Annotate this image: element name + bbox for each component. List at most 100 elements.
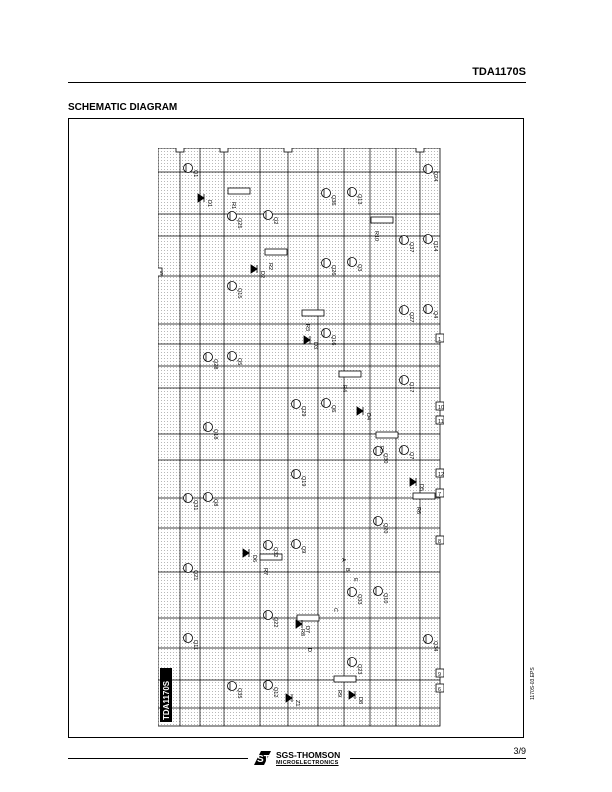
transistor-q2 — [263, 210, 273, 220]
node-label-e: E — [352, 578, 358, 582]
transistor-q33 — [347, 587, 357, 597]
transistor-label-q9: Q9 — [300, 546, 306, 553]
pin-label-5: 5 — [160, 271, 163, 277]
transistor-label-q7: Q7 — [408, 452, 414, 459]
zener-label: Z1 — [294, 700, 300, 706]
diode-d7 — [295, 619, 303, 629]
transistor-q11 — [183, 633, 193, 643]
transistor-q17 — [399, 375, 409, 385]
pin-label-9: 9 — [438, 672, 441, 678]
header-rule — [68, 82, 526, 83]
transistor-q20 — [373, 516, 383, 526]
transistor-label-q17: Q17 — [408, 382, 414, 392]
transistor-label-q14: Q14 — [432, 241, 438, 251]
transistor-label-q3: Q3 — [356, 264, 362, 271]
brand-sub: MICROELECTRONICS — [276, 760, 339, 766]
transistor-q21 — [183, 563, 193, 573]
diode-label-d4: D4 — [365, 413, 371, 420]
resistor-r6 — [412, 492, 436, 500]
pin-label-1: 1 — [438, 337, 441, 343]
transistor-q26 — [321, 258, 331, 268]
pin-label-12: 12 — [438, 472, 444, 478]
pin-label-11: 11 — [438, 419, 444, 425]
schematic-diagram: 234511011127896TABSQ1Q2Q3Q4Q5Q6Q7Q8Q9Q10… — [158, 148, 444, 727]
transistor-label-q11: Q11 — [192, 640, 198, 650]
resistor-label-r4: R4 — [341, 385, 347, 392]
diode-label-d2: D2 — [259, 271, 265, 278]
st-logo: ST SGS-THOMSON MICROELECTRONICS — [252, 750, 347, 770]
footer-rule-left — [68, 758, 248, 759]
pin-label-8: 8 — [438, 539, 441, 545]
pin-2 — [175, 148, 185, 153]
resistor-r10 — [370, 216, 394, 224]
transistor-label-q31: Q31 — [192, 500, 198, 510]
diode-label-d5: D5 — [418, 484, 424, 491]
diode-label-d1: D1 — [206, 200, 212, 207]
pin-label-10: 10 — [438, 405, 444, 411]
transistor-label-q33: Q33 — [356, 594, 362, 604]
transistor-label-q25: Q25 — [236, 218, 242, 228]
transistor-q9 — [291, 539, 301, 549]
transistor-label-q34: Q34 — [432, 641, 438, 651]
transistor-q3 — [347, 257, 357, 267]
section-title: SCHEMATIC DIAGRAM — [68, 102, 178, 113]
transistor-label-q29: Q29 — [300, 406, 306, 416]
transistor-q22 — [263, 610, 273, 620]
pin-11 — [435, 415, 444, 425]
pin-9 — [435, 668, 444, 678]
transistor-label-q22: Q22 — [272, 617, 278, 627]
transistor-label-q6: Q6 — [330, 405, 336, 412]
transistor-label-q24: Q24 — [432, 171, 438, 181]
diode-d2 — [250, 264, 258, 274]
transistor-label-q21: Q21 — [192, 570, 198, 580]
chip-label-box: TDA1170S — [160, 668, 172, 722]
transistor-label-q10: Q10 — [382, 593, 388, 603]
resistor-label-r1: R1 — [230, 202, 236, 209]
resistor-r1 — [227, 187, 251, 195]
resistor-r2 — [264, 248, 288, 256]
transistor-label-q15: Q15 — [236, 288, 242, 298]
footer-rule-right — [350, 758, 526, 759]
transistor-q16 — [321, 328, 331, 338]
transistor-label-q23: Q23 — [356, 664, 362, 674]
transistor-q23 — [347, 657, 357, 667]
transistor-q37 — [399, 235, 409, 245]
transistor-label-q1: Q1 — [192, 170, 198, 177]
transistor-q32 — [263, 540, 273, 550]
pin-label-7: 7 — [438, 492, 441, 498]
transistor-q27 — [399, 305, 409, 315]
resistor-label-r9: R9 — [336, 690, 342, 697]
pin-4 — [283, 148, 293, 153]
node-label-a: A — [340, 558, 346, 562]
transistor-label-q37: Q37 — [408, 242, 414, 252]
resistor-r4 — [338, 370, 362, 378]
transistor-q29 — [291, 399, 301, 409]
transistor-q12 — [263, 680, 273, 690]
transistor-q25 — [227, 211, 237, 221]
resistor-label-r7: R7 — [262, 568, 268, 575]
transistor-label-q20: Q20 — [382, 523, 388, 533]
pin-12 — [435, 468, 444, 478]
transistor-q7 — [399, 445, 409, 455]
resistor-label-r5: R5 — [378, 446, 384, 453]
pin-5 — [158, 267, 163, 277]
diagram-frame — [68, 118, 524, 738]
diode-d1 — [197, 193, 205, 203]
pin-10 — [435, 401, 444, 411]
brand-name: SGS-THOMSON — [276, 750, 341, 760]
diode-d4 — [356, 406, 364, 416]
transistor-label-q36: Q36 — [330, 195, 336, 205]
diode-d3 — [303, 335, 311, 345]
node-label-d: D — [306, 648, 312, 652]
zener-z1 — [285, 693, 293, 703]
transistor-label-q12: Q12 — [272, 687, 278, 697]
resistor-r9 — [333, 675, 357, 683]
transistor-q13 — [347, 187, 357, 197]
transistor-q8 — [203, 492, 213, 502]
resistor-r3 — [301, 309, 325, 317]
diode-d8 — [348, 690, 356, 700]
diode-label-d3: D3 — [312, 342, 318, 349]
transistor-label-q19: Q19 — [300, 476, 306, 486]
diode-label-d6: D6 — [251, 555, 257, 562]
resistor-label-r2: R2 — [267, 263, 273, 270]
